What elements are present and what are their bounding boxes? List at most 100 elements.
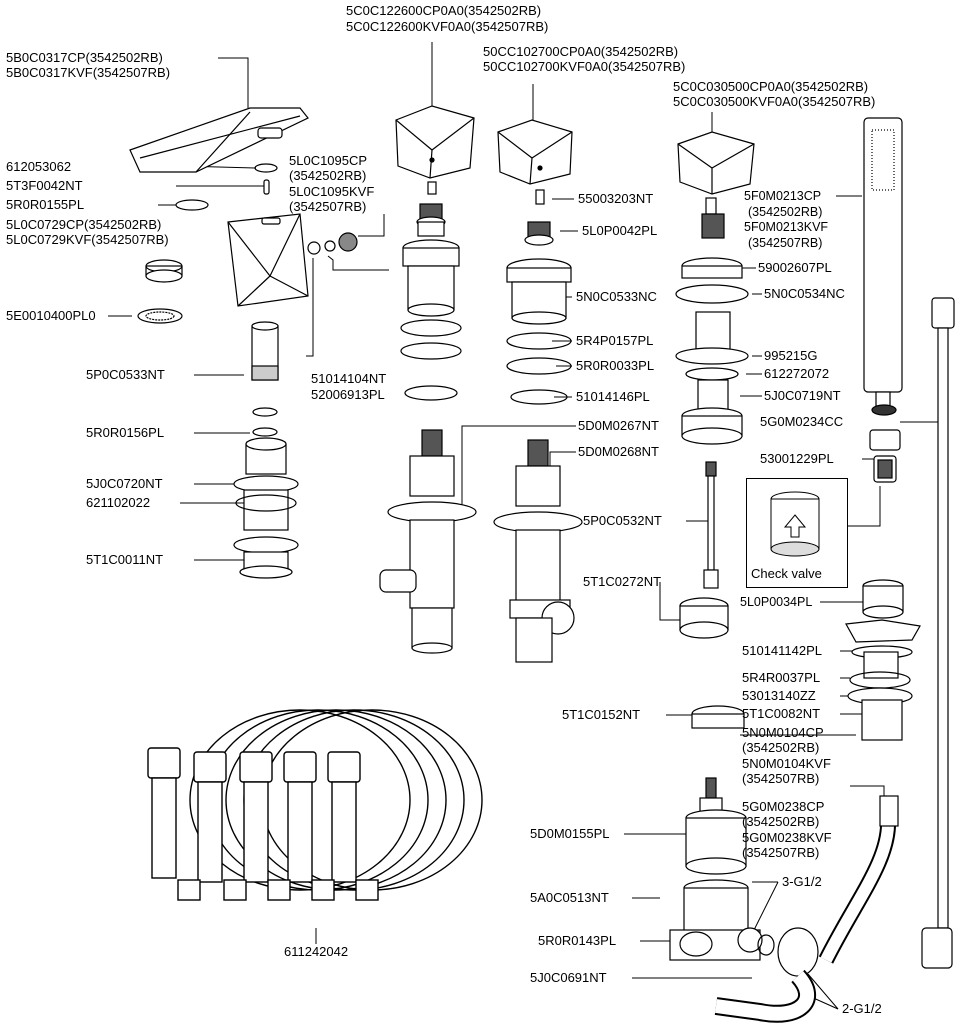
part-label: 5N0C0534NC bbox=[764, 286, 845, 301]
part-label: 5F0M0213CP bbox=[744, 189, 822, 203]
part-label: 52006913PL bbox=[311, 387, 385, 402]
ring-part bbox=[506, 332, 572, 350]
valve-body-part bbox=[233, 437, 299, 579]
part-label: 5D0M0268NT bbox=[578, 444, 659, 459]
check-valve-caption: Check valve bbox=[751, 566, 822, 581]
part-label: 5J0C0691NT bbox=[530, 970, 607, 985]
part-label: 5R0R0033PL bbox=[576, 358, 655, 373]
diverter-cartridge-part bbox=[685, 777, 747, 875]
check-valve-callout: Check valve bbox=[746, 478, 848, 588]
o-ring-part bbox=[175, 199, 209, 211]
part-label: 5T1C0272NT bbox=[583, 574, 662, 589]
valve-body-part bbox=[669, 879, 763, 961]
ring-part bbox=[404, 385, 458, 401]
part-label: 5P0C0532NT bbox=[583, 513, 662, 528]
pin-part bbox=[263, 179, 270, 195]
part-label: 5G0M0238CP bbox=[742, 799, 825, 814]
part-label: 5C0C122600CP0A0(3542502RB) bbox=[346, 3, 542, 18]
ring-part bbox=[679, 597, 729, 639]
hose-part bbox=[921, 297, 955, 969]
diverter-cartridge-part bbox=[493, 439, 583, 663]
part-label: 5A0C0513NT bbox=[530, 890, 609, 905]
spindle-part bbox=[703, 461, 719, 589]
part-label: 50CC102700KVF0A0(3542507RB) bbox=[483, 59, 686, 74]
handle-part bbox=[395, 105, 475, 179]
part-label: 5N0M0104KVF bbox=[742, 756, 831, 771]
part-label: 5J0C0720NT bbox=[86, 476, 163, 491]
part-label: 5B0C0317KVF(3542507RB) bbox=[6, 65, 171, 80]
part-label: 5L0C0729CP(3542502RB) bbox=[6, 217, 162, 232]
part-label: 621102022 bbox=[86, 495, 151, 510]
adapter-part bbox=[416, 203, 446, 237]
part-label: 5L0C1095KVF bbox=[289, 184, 375, 199]
part-label: 51014104NT bbox=[311, 371, 387, 386]
adapter-part bbox=[524, 221, 554, 246]
cartridge-sleeve-part bbox=[506, 258, 572, 325]
part-label: 995215G bbox=[764, 348, 818, 363]
nut-part bbox=[869, 429, 901, 451]
outlet-tube-part bbox=[251, 321, 279, 381]
part-label: 612272072 bbox=[764, 366, 830, 381]
part-label: (3542502RB) bbox=[748, 205, 823, 219]
part-label: (3542502RB) bbox=[289, 168, 367, 183]
part-label: 5T3F0042NT bbox=[6, 178, 83, 193]
part-label: (3542507RB) bbox=[289, 199, 367, 214]
elbow-part bbox=[714, 795, 899, 1023]
part-label: 611242042 bbox=[284, 944, 349, 959]
part-label: 5R4R0037PL bbox=[742, 670, 821, 685]
part-label: 5T1C0152NT bbox=[562, 707, 641, 722]
part-label: 3-G1/2 bbox=[782, 874, 822, 889]
part-label: 5L0P0034PL bbox=[740, 595, 813, 609]
part-label: 5J0C0719NT bbox=[764, 388, 841, 403]
handle-part bbox=[497, 119, 573, 185]
part-label: 53001229PL bbox=[760, 451, 834, 466]
part-label: 59002607PL bbox=[758, 260, 832, 275]
sleeve-part bbox=[862, 579, 904, 619]
aerator-housing-part bbox=[145, 259, 183, 283]
part-label: 5C0C030500CP0A0(3542502RB) bbox=[673, 79, 869, 94]
part-label: 50CC102700CP0A0(3542502RB) bbox=[483, 44, 679, 59]
leader-lines bbox=[108, 42, 938, 1010]
ring-part bbox=[510, 389, 568, 405]
spout-base-part bbox=[227, 213, 309, 307]
screw-part bbox=[535, 189, 545, 205]
part-label: 53013140ZZ bbox=[742, 688, 816, 703]
part-label: 612053062 bbox=[6, 159, 72, 174]
check-valve-part bbox=[873, 455, 897, 483]
part-label: 5F0M0213KVF bbox=[744, 220, 829, 234]
screw-cap-part bbox=[307, 232, 358, 255]
part-label: 5R0R0143PL bbox=[538, 933, 617, 948]
o-ring-part bbox=[254, 163, 278, 173]
ring-part bbox=[691, 705, 745, 729]
flange-part bbox=[845, 619, 921, 741]
part-label: 5T1C0082NT bbox=[742, 706, 821, 721]
o-ring-part bbox=[252, 407, 278, 417]
screw-part bbox=[427, 181, 437, 195]
part-label: 2-G1/2 bbox=[842, 1001, 882, 1016]
part-label: 5G0M0238KVF bbox=[742, 830, 832, 845]
part-label: 5L0C1095CP bbox=[289, 153, 368, 168]
part-label: 5D0M0155PL bbox=[530, 826, 610, 841]
o-ring-part bbox=[757, 934, 775, 956]
part-label: (3542507RB) bbox=[748, 236, 823, 250]
cartridge-sleeve-part bbox=[402, 239, 460, 317]
ring-part bbox=[400, 342, 462, 360]
hand-shower-part bbox=[863, 117, 903, 407]
aerator-part bbox=[137, 308, 183, 324]
part-label: 5D0M0267NT bbox=[578, 418, 659, 433]
part-label: (3542502RB) bbox=[742, 740, 820, 755]
part-label: 5C0C122600KVF0A0(3542507RB) bbox=[346, 19, 549, 34]
part-label: 510141142PL bbox=[742, 643, 823, 658]
part-label: 51014146PL bbox=[576, 389, 650, 404]
part-label: (3542502RB) bbox=[742, 814, 820, 829]
ring-part bbox=[400, 319, 462, 337]
thermostatic-cartridge-part bbox=[379, 429, 477, 654]
hose-bundle-part bbox=[147, 709, 483, 901]
spout-part bbox=[129, 107, 309, 173]
valve-stack-part bbox=[675, 197, 749, 445]
part-label: 5N0C0533NC bbox=[576, 289, 657, 304]
check-valve-illustration bbox=[770, 491, 820, 557]
part-label: 5N0M0104CP bbox=[742, 725, 824, 740]
washer-part bbox=[871, 404, 897, 416]
part-label: 55003203NT bbox=[578, 191, 654, 206]
